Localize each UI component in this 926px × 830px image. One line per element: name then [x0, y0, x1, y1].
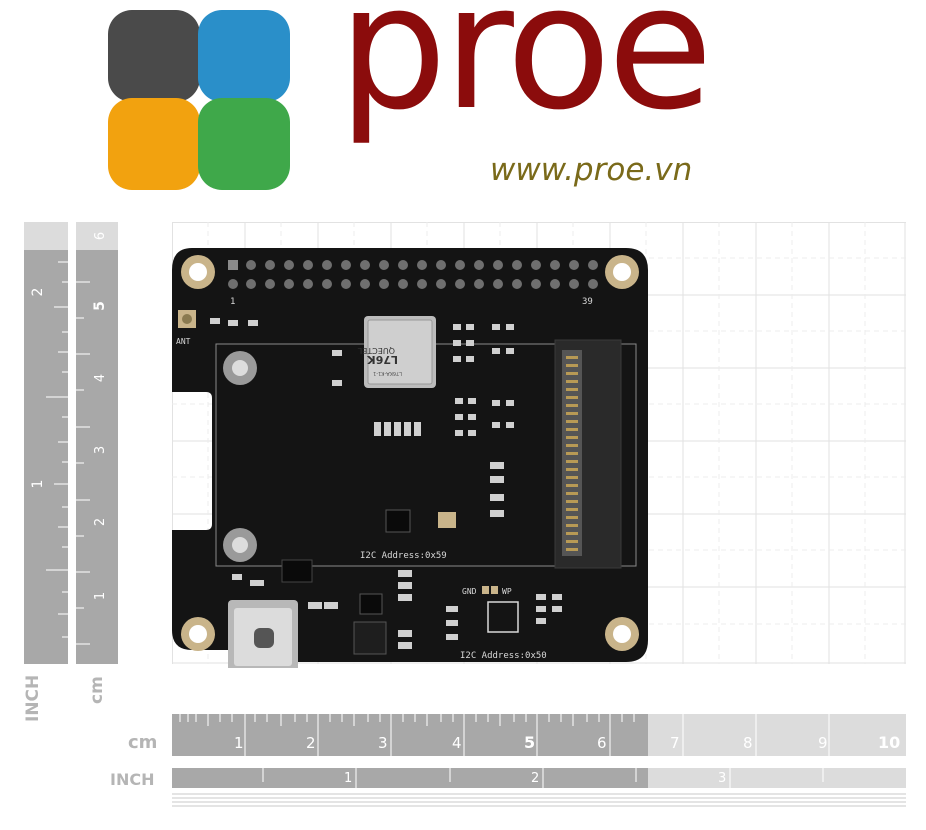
ruler-h-cm-label: cm	[128, 732, 157, 753]
ic-chip-1	[385, 509, 411, 533]
logo-wordmark: proe	[338, 0, 713, 148]
i2c-address-1: I2C Address:0x59	[360, 551, 447, 561]
vertical-ruler-labels: INCH cm	[24, 675, 107, 722]
gnd-label: GND	[462, 587, 477, 596]
mounting-holes	[181, 255, 639, 651]
ruler-h-cm-1: 1	[234, 734, 244, 752]
inductor	[353, 621, 387, 655]
logo-square-dark	[108, 10, 200, 102]
module-brand: QUECTEL	[357, 346, 395, 355]
ruler-h-cm-9: 9	[818, 734, 828, 752]
module-code: L76KA-K1-1	[373, 370, 402, 376]
ruler-h-cm-10: 10	[878, 733, 900, 752]
vertical-ruler: 2 1 6 5 4 3 2 1	[24, 222, 118, 664]
wp-label: WP	[502, 587, 512, 596]
ruler-v-cm-6: 6	[93, 232, 108, 240]
ruler-v-cm-1: 1	[93, 592, 108, 600]
horizontal-ruler: cm INCH 1 2 3 4 5 6 7 8 9 10 1	[110, 714, 906, 807]
ruler-v-cm-5: 5	[92, 301, 108, 311]
logo-square-green	[198, 98, 290, 190]
logo-square-blue	[198, 10, 290, 102]
ruler-h-cm-4: 4	[452, 734, 462, 752]
ic-chip-eeprom	[487, 601, 519, 633]
ruler-h-cm-7: 7	[670, 734, 680, 752]
ruler-h-inch-2: 2	[531, 771, 539, 786]
ruler-h-inch-1: 1	[344, 771, 352, 786]
ruler-v-cm-label: cm	[87, 676, 107, 704]
antenna-label: ANT	[176, 337, 191, 346]
smd-components	[210, 318, 562, 649]
ruler-h-cm-8: 8	[743, 734, 753, 752]
gpio-header	[228, 260, 598, 289]
jumper-pad-2	[491, 586, 498, 594]
ruler-v-inch-label: INCH	[24, 675, 43, 722]
ruler-v-inch-2: 2	[30, 288, 46, 297]
ruler-h-inch-label: INCH	[110, 770, 154, 789]
i2c-address-2: I2C Address:0x50	[460, 651, 547, 661]
logo-url[interactable]: www.proe.vn	[490, 152, 693, 188]
logo-squares	[108, 10, 292, 192]
pin-1-label: 1	[230, 297, 235, 307]
usb-c-port	[228, 600, 298, 668]
logo-square-orange	[108, 98, 200, 190]
pcb-outline	[172, 248, 648, 662]
ruler-h-cm-3: 3	[378, 734, 388, 752]
ruler-h-inch-3: 3	[718, 771, 726, 786]
pin-39-label: 39	[582, 297, 593, 307]
ruler-h-cm-6: 6	[597, 734, 607, 752]
gps-module: QUECTEL L76K L76KA-K1-1	[357, 316, 436, 388]
ruler-v-cm-3: 3	[93, 446, 108, 454]
ruler-v-cm-2: 2	[93, 518, 108, 526]
ruler-h-cm-2: 2	[306, 734, 316, 752]
ruler-h-cm-5: 5	[524, 733, 535, 752]
ic-chip-2	[359, 593, 383, 615]
jumper-pad-1	[482, 586, 489, 594]
crystal	[438, 512, 456, 528]
gps-hat-board: 1 39 ANT QUECTEL L76K L76KA-K1-1	[172, 248, 648, 668]
module-model: L76K	[367, 353, 398, 366]
m2-slot	[554, 339, 622, 569]
ruler-v-inch-1: 1	[30, 480, 46, 489]
ruler-v-cm-4: 4	[93, 374, 108, 382]
